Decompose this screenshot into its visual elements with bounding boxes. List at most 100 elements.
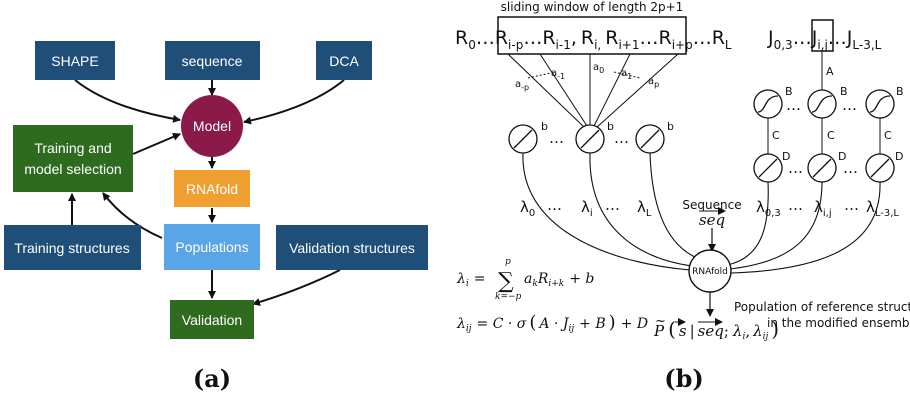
sigmoid-B-03: B [785,85,793,98]
svg-text:∑: ∑ [498,269,514,294]
weight-C-ij: C [827,129,835,142]
sequence-vector: seq [699,211,725,229]
dca-box-label: DCA [329,53,359,69]
panel-b-caption: (b) [664,364,704,393]
panel-a-arrows [68,79,345,306]
lambda-curves [522,152,881,274]
ellipsis-lam-2: … [605,196,620,214]
bias-D-ij: D [838,150,846,163]
sequence-label: Sequence [682,198,741,212]
population-line-2: in the modified ensemble [767,316,910,330]
validation-structures-box [276,225,428,270]
formula-lambda-i: λi= ∑ p k=−p akRi+k+ b [456,257,594,302]
linear-node-L [635,124,665,154]
lambda-i: λi [581,198,593,219]
ellipsis-left-2: … [614,129,629,147]
training-selection-box [13,125,133,192]
shape-box-label: SHAPE [51,53,98,69]
sigmoid-to-linear [767,118,881,154]
ellipsis-lin-1: … [788,159,803,177]
ellipsis-sig-2: … [842,96,857,114]
arrow-training-to-model [132,133,181,155]
sequence-box-label: sequence [182,53,243,69]
panel-a: SHAPE sequence DCA Model Training and mo… [4,41,428,393]
weight-a-mp: a-p [515,79,529,92]
svg-text:P(s|seq;λi,λij): P(s|seq;λi,λij) [653,317,779,342]
weight-A: A [826,65,834,78]
shape-box [35,41,115,80]
populations-box [164,224,260,270]
dotted-left [527,71,556,79]
linear-node-03 [753,153,783,183]
ellipsis-lin-2: … [843,159,858,177]
bias-D-03: D [782,150,790,163]
linear-node-i [575,124,605,154]
sigmoid-B-L: B [896,85,904,98]
training-structures-label: Training structures [14,240,129,256]
training-selection-label-1: Training and [34,140,111,156]
weight-a-m1: a-1 [551,68,565,81]
population-line-1: Population of reference structures [734,300,910,314]
lambda-ij: λi,j [814,198,832,219]
panel-b: sliding window of length 2p+1 R0…Ri-p…Ri… [455,0,910,393]
sigmoid-node-03 [753,89,783,119]
rnafold-box [174,170,250,207]
panel-a-caption: (a) [193,364,231,393]
rnafold-box-label: RNAfold [186,181,238,197]
linear-node-0 [508,124,538,154]
svg-text:p: p [505,257,511,267]
svg-text:~: ~ [655,314,666,329]
r-sequence: R0…Ri-p…Ri-1,Ri,Ri+1…Ri+p…RL [455,27,732,52]
bias-b-i: b [607,120,614,133]
window-connections [507,53,679,129]
svg-text:λi=: λi= [456,271,486,289]
rnafold-node-label: RNAfold [692,267,728,277]
sliding-window-label: sliding window of length 2p+1 [501,0,684,14]
validation-structures-label: Validation structures [289,240,415,256]
lambda-L: λL [637,198,652,219]
sigmoid-B-ij: B [840,85,848,98]
training-selection-label-2: model selection [24,161,121,177]
ellipsis-lam-1: … [547,196,562,214]
arrow-validationstructs-to-validation [252,269,341,306]
j-sequence: J0,3…Ji,j…JL-3,L [767,27,882,52]
weight-C-03: C [772,129,780,142]
arrow-populations-to-training [102,192,163,239]
weight-C-L: C [884,129,892,142]
sigmoid-node-L [865,89,895,119]
arrow-shape-to-model [74,79,181,123]
linear-node-L3L [865,153,895,183]
formula-lambda-ij: λij= C · σ(A · Jij+ B)+ D [456,312,648,334]
lambda-0: λ0 [520,198,535,219]
svg-text:k=−p: k=−p [495,292,522,302]
svg-text:akRi+k+ b: akRi+k+ b [524,271,594,289]
formula-p-tilde: P(s|seq;λi,λij) ~ [653,314,779,342]
weight-a-0: a0 [593,62,604,75]
training-structures-box [4,225,141,270]
ellipsis-left-1: … [549,129,564,147]
weight-a-1: a1 [621,68,632,81]
dotted-right [613,71,641,79]
lambda-03: λ0,3 [756,198,781,219]
sigmoid-node-ij [807,89,837,119]
linear-node-ij [807,153,837,183]
model-node-label: Model [193,118,231,134]
sliding-window-box [497,16,687,55]
populations-box-label: Populations [175,239,248,255]
ellipsis-sig-1: … [786,96,801,114]
validation-box-label: Validation [182,312,242,328]
sequence-box [165,41,260,80]
bias-b-L: b [667,120,674,133]
model-node [181,95,243,157]
validation-box [170,300,254,339]
weight-a-p: ap [648,76,659,89]
bias-D-L: D [895,150,903,163]
arrow-dca-to-model [243,79,345,125]
dca-box [316,41,372,80]
ellipsis-lam-3: … [788,196,803,214]
bias-b-0: b [541,120,548,133]
svg-text:λij= C · σ(A · Jij+ B)+ D: λij= C · σ(A · Jij+ B)+ D [456,312,648,334]
ellipsis-lam-4: … [844,196,859,214]
lambda-L3L: λL-3,L [866,198,899,219]
